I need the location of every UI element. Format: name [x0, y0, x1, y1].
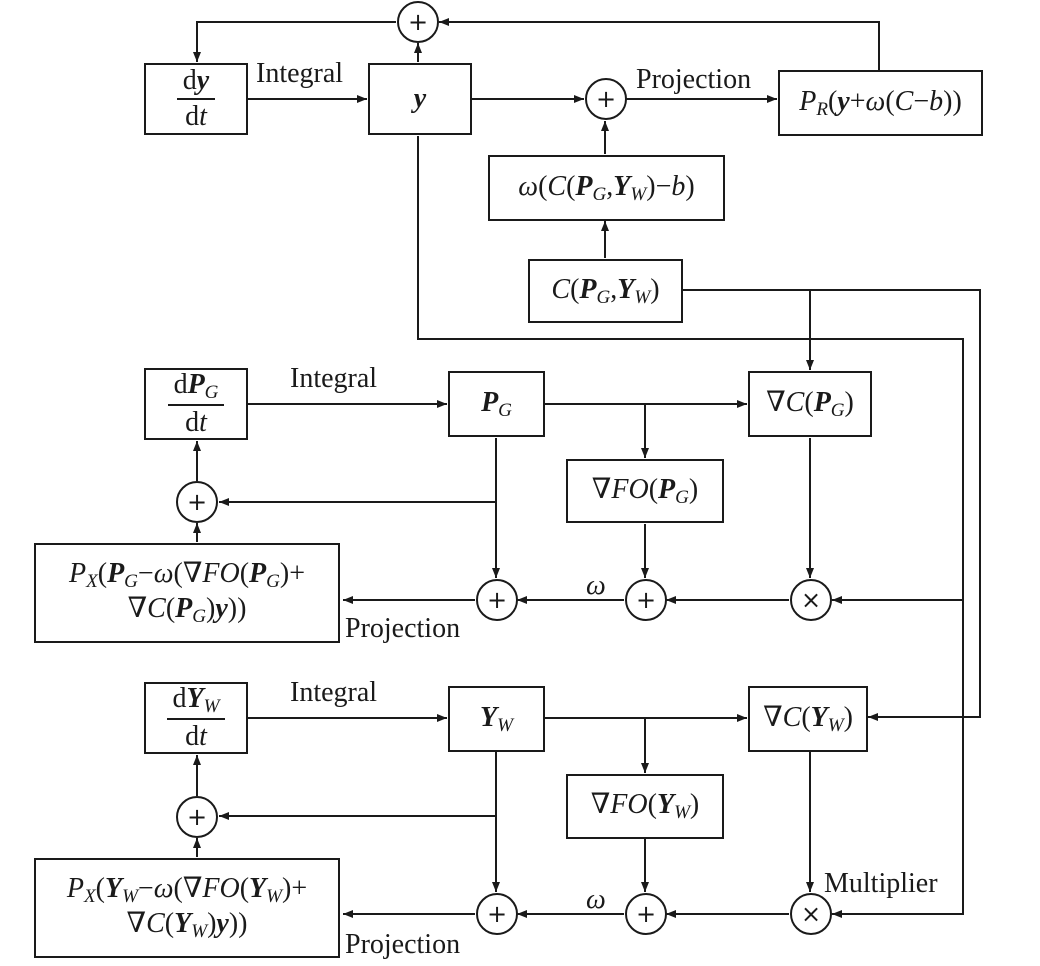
omega-sum-node-pg: +: [625, 579, 667, 621]
dpg-dt-fraction: dPG dt: [167, 369, 225, 440]
constraint-box: C(PG,YW): [528, 259, 683, 323]
pg-symbol: PG: [481, 386, 512, 421]
dy-dt-box: dy dt: [144, 63, 248, 135]
dyw-dt-numerator: dYW: [166, 683, 226, 721]
projection-formula-pg-line1: PX(PG−ω(∇FO(PG)+: [68, 558, 306, 593]
dyw-dt-fraction: dYW dt: [166, 683, 226, 754]
multiplier-label: Multiplier: [824, 868, 938, 899]
projection-box-top: PR(y+ω(C−b)): [778, 70, 983, 136]
constraint-formula: C(PG,YW): [551, 273, 660, 308]
grad-c-pg-formula: ∇C(PG): [766, 386, 854, 421]
projection-formula-top: PR(y+ω(C−b)): [799, 85, 962, 120]
grad-fo-pg-formula: ∇FO(PG): [591, 473, 699, 508]
grad-fo-pg-box: ∇FO(PG): [566, 459, 724, 523]
projection-label-pg: Projection: [345, 613, 461, 644]
integral-label-yw: Integral: [290, 677, 378, 708]
dyw-dt-denominator: dt: [185, 721, 207, 753]
projection-formula-pg-line2: ∇C(PG)y)): [127, 593, 247, 627]
omega-label-pg: ω: [586, 570, 606, 601]
projection-box-yw: PX(YW−ω(∇FO(YW)+ ∇C(YW)y)): [34, 858, 340, 958]
omega-formula: ω(C(PG,YW)−b): [518, 170, 695, 205]
left-sum-pg: +: [176, 481, 218, 523]
dy-dt-numerator: dy: [176, 65, 216, 100]
grad-fo-yw-box: ∇FO(YW): [566, 774, 724, 839]
mult-node-pg: ×: [790, 579, 832, 621]
projection-formula-yw-line1: PX(YW−ω(∇FO(YW)+: [66, 873, 308, 908]
omega-label-yw: ω: [586, 884, 606, 915]
integral-label-top: Integral: [256, 58, 344, 89]
top-sum-node: +: [397, 1, 439, 43]
sum-node-yw: +: [476, 893, 518, 935]
integral-label-pg: Integral: [290, 363, 378, 394]
projection-formula-yw-line2: ∇C(YW)y)): [126, 908, 248, 942]
grad-c-yw-box: ∇C(YW): [748, 686, 868, 752]
projection-box-pg: PX(PG−ω(∇FO(PG)+ ∇C(PG)y)): [34, 543, 340, 643]
pg-box: PG: [448, 371, 545, 437]
dpg-dt-denominator: dt: [185, 407, 207, 439]
yw-symbol: YW: [480, 701, 513, 736]
dpg-dt-box: dPG dt: [144, 368, 248, 440]
y-box: y: [368, 63, 472, 135]
y-symbol: y: [413, 82, 427, 114]
dy-dt-fraction: dy dt: [176, 65, 216, 133]
grad-fo-yw-formula: ∇FO(YW): [590, 789, 700, 823]
projection-label-yw: Projection: [345, 929, 461, 960]
dpg-dt-numerator: dPG: [167, 369, 225, 407]
wire-c-branch: [683, 289, 981, 721]
wire-y-to-multipliers: [417, 136, 964, 918]
wire-sum-to-dydt: [193, 21, 396, 62]
sum-node-2: +: [585, 78, 627, 120]
yw-box: YW: [448, 686, 545, 752]
omega-box: ω(C(PG,YW)−b): [488, 155, 725, 221]
grad-c-pg-box: ∇C(PG): [748, 371, 872, 437]
dy-dt-denominator: dt: [185, 101, 207, 132]
projection-label-top: Projection: [636, 64, 752, 95]
wire-proj-to-topsum: [439, 18, 880, 70]
omega-sum-node-yw: +: [625, 893, 667, 935]
sum-node-pg: +: [476, 579, 518, 621]
dyw-dt-box: dYW dt: [144, 682, 248, 754]
mult-node-yw: ×: [790, 893, 832, 935]
grad-c-yw-formula: ∇C(YW): [763, 701, 853, 736]
left-sum-yw: +: [176, 796, 218, 838]
